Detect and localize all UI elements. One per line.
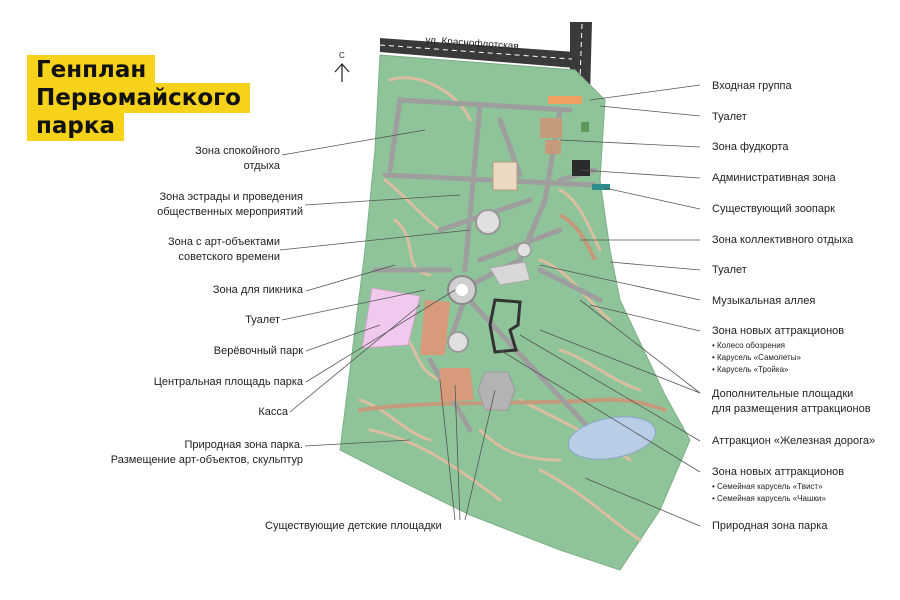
playground-1: [440, 368, 474, 402]
picnic-plot: [420, 300, 450, 355]
list-item: • Карусель «Тройка»: [712, 365, 789, 374]
leader-lines: [279, 84, 701, 527]
label-nature-park: Природная зона парка: [712, 520, 828, 532]
label-collective: Зона коллективного отдыха: [712, 234, 854, 246]
list-item: • Карусель «Самолеты»: [712, 353, 801, 362]
label-rope-park: Верёвочный парк: [213, 345, 303, 357]
label-zoo: Существующий зоопарк: [712, 203, 835, 215]
label-foodcourt: Зона фудкорта: [712, 141, 789, 153]
label-central-square: Центральная площадь парка: [153, 376, 303, 388]
title-line-1: Генплан: [27, 55, 156, 85]
railway-loop: [488, 298, 522, 354]
label-admin: Административная зона: [712, 172, 836, 184]
label-art-soviet: Зона с арт-объектами советского времени: [168, 236, 280, 263]
zoo-area: [592, 184, 610, 190]
label-railway: Аттракцион «Железная дорога»: [712, 435, 876, 447]
label-entrance: Входная группа: [712, 80, 792, 92]
svg-text:С: С: [339, 51, 345, 60]
street-road: [380, 38, 575, 68]
label-toilet-1: Туалет: [712, 111, 747, 123]
entrance-plaza: [548, 96, 582, 104]
admin-buildings: [572, 160, 590, 176]
pond: [568, 416, 656, 460]
label-cashier: Касса: [258, 406, 288, 418]
label-picnic: Зона для пикника: [212, 284, 303, 296]
playground-2: [477, 371, 516, 411]
label-music-alley: Музыкальная аллея: [712, 295, 816, 307]
list-item: • Семейная карусель «Твист»: [712, 482, 823, 491]
page-title: Генплан Первомайского парка: [27, 55, 257, 145]
title-line-3: парка: [27, 111, 125, 141]
label-nature-zone-art: Природная зона парка. Размещение арт-объ…: [110, 439, 303, 466]
label-stage-zone: Зона эстрады и проведения общественных м…: [157, 191, 303, 218]
label-extra-sites: Дополнительные площадки для размещения а…: [712, 388, 871, 415]
rope-park-area: [361, 287, 421, 349]
label-toilet-2: Туалет: [712, 264, 747, 276]
label-toilet-left: Туалет: [245, 314, 280, 326]
stage-circle: [475, 209, 501, 235]
label-playgrounds: Существующие детские площадки: [265, 520, 442, 532]
label-calm-zone: Зона спокойного отдыха: [195, 145, 280, 172]
label-new-attractions-1: Зона новых аттракционов: [712, 325, 845, 337]
list-item: • Колесо обозрения: [712, 341, 786, 350]
list-item: • Семейная карусель «Чашки»: [712, 494, 826, 503]
north-arrow-icon: С: [334, 51, 350, 82]
label-new-attractions-2: Зона новых аттракционов: [712, 466, 845, 478]
title-line-2: Первомайского: [27, 83, 250, 113]
